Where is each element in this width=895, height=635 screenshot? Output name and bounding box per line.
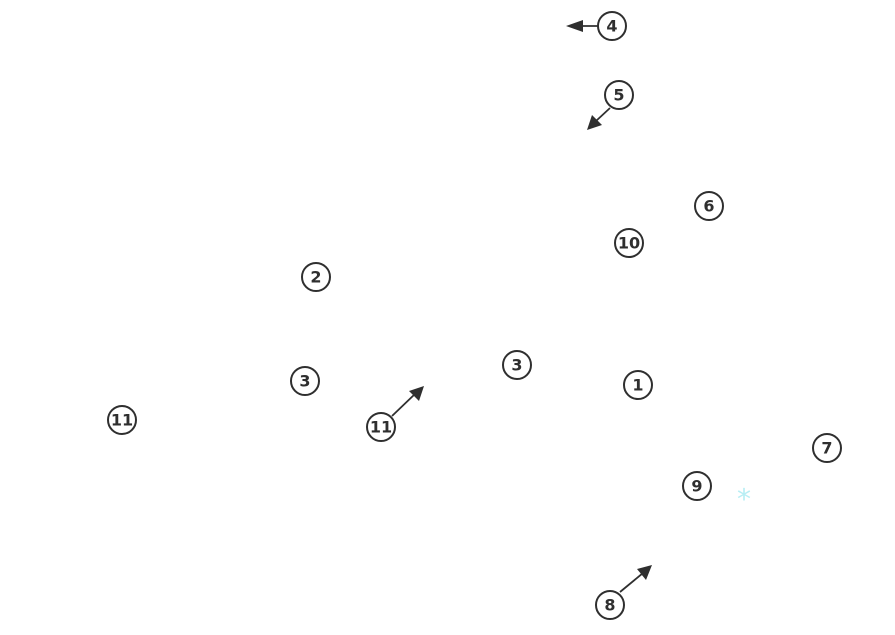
svg-text:10: 10 <box>618 234 640 253</box>
svg-text:6: 6 <box>703 197 714 216</box>
marker-5: 5 <box>604 80 634 110</box>
svg-text:2: 2 <box>310 268 321 287</box>
svg-text:3: 3 <box>511 356 522 375</box>
svg-text:1: 1 <box>632 376 643 395</box>
marker-4: 4 <box>597 11 627 41</box>
arrow-marker-5 <box>587 107 611 130</box>
arrow-marker-8 <box>619 565 652 593</box>
marker-11-right: 11 <box>366 412 396 442</box>
star-icon: * <box>737 483 751 516</box>
marker-11-left: 11 <box>107 405 137 435</box>
marker-1: 1 <box>623 370 653 400</box>
svg-text:8: 8 <box>604 596 615 615</box>
svg-text:11: 11 <box>370 418 392 437</box>
marker-3-left: 3 <box>290 366 320 396</box>
marker-9: 9 <box>682 471 712 501</box>
marker-6: 6 <box>694 191 724 221</box>
svg-text:9: 9 <box>691 477 702 496</box>
svg-text:11: 11 <box>111 411 133 430</box>
svg-text:7: 7 <box>821 439 832 458</box>
arrow-marker-4 <box>566 20 598 32</box>
svg-text:5: 5 <box>613 86 624 105</box>
svg-text:3: 3 <box>299 372 310 391</box>
marker-8: 8 <box>595 590 625 620</box>
marker-2: 2 <box>301 262 331 292</box>
svg-text:4: 4 <box>606 17 617 36</box>
marker-3-right: 3 <box>502 350 532 380</box>
arrow-marker-11 <box>391 386 424 417</box>
marker-7: 7 <box>812 433 842 463</box>
marker-10: 10 <box>614 228 644 258</box>
